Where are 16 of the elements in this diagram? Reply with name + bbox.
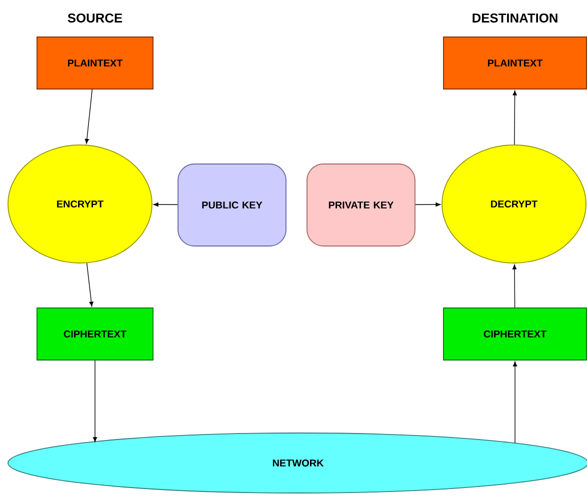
arrow [92, 360, 98, 442]
text-box: PLAINTEXT [443, 36, 587, 90]
arrow [86, 262, 94, 307]
arrow [153, 202, 178, 207]
arrow [512, 361, 518, 444]
key-box: PRIVATE KEY [306, 164, 416, 246]
arrow [84, 89, 93, 144]
text-box: PLAINTEXT [36, 36, 154, 90]
text-box: CIPHERTEXT [36, 308, 154, 360]
text-box: CIPHERTEXT [443, 308, 587, 360]
column-heading: DESTINATION [472, 13, 558, 23]
arrow [415, 202, 441, 207]
arrow [512, 90, 517, 145]
column-heading: SOURCE [68, 13, 122, 23]
key-box: PUBLIC KEY [178, 164, 286, 246]
arrow [512, 264, 517, 308]
